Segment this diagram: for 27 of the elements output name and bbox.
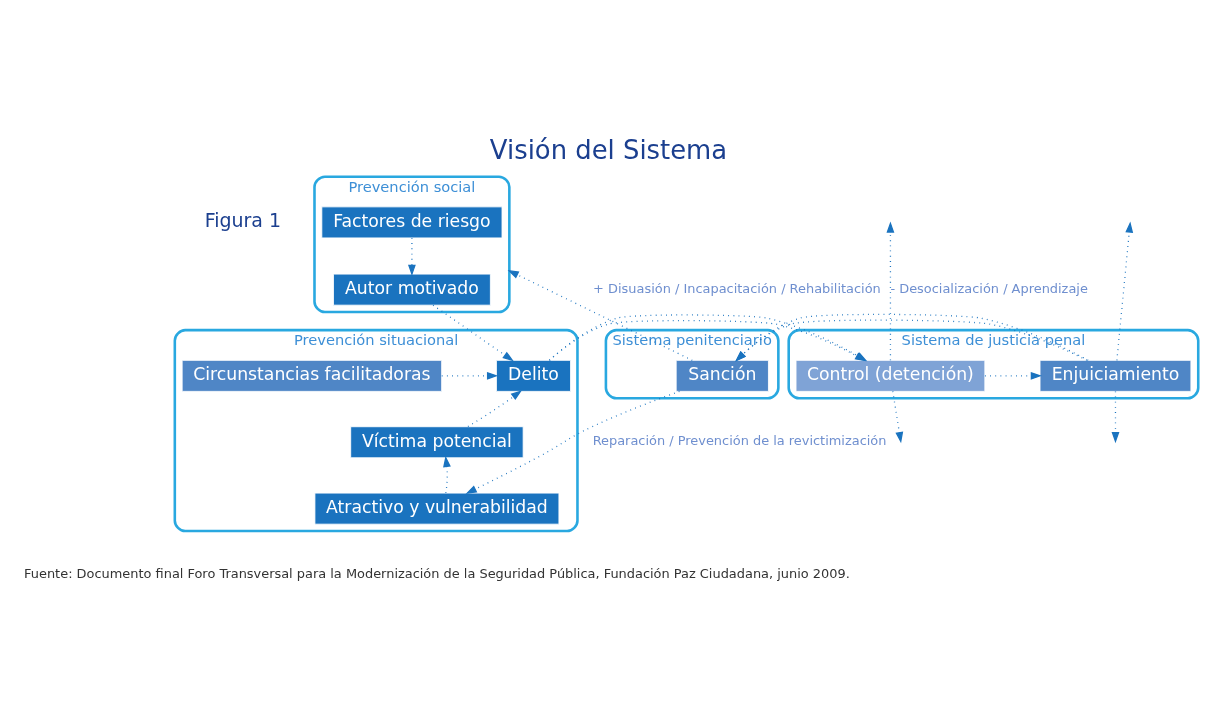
arrow (892, 390, 904, 444)
node-box: Circunstancias facilitadoras (181, 359, 443, 392)
arrow (432, 304, 514, 362)
caption: Fuente: Documento final Foro Transversal para la Modernización de la Seguridad Pública, Fundación Paz Ciudadana, junio 2009. (24, 566, 850, 582)
node-box: Sanción (675, 359, 769, 392)
arrow (1111, 390, 1120, 444)
node-box: Atractivo y vulnerabilidad (314, 492, 560, 525)
node-box: Enjuiciamiento (1039, 359, 1192, 392)
arrow (984, 371, 1042, 380)
edge-label: + Disuasión / Incapacitación / Rehabilitación (593, 280, 881, 296)
diagram-title: Visión del Sistema (489, 134, 728, 165)
arrow (467, 390, 522, 428)
node-box: Delito (496, 359, 571, 392)
label: Figura 1 (204, 209, 282, 232)
arrow (465, 390, 681, 494)
edge-label: Reparación / Prevención de la revictimización (592, 433, 887, 449)
arrow (1116, 221, 1134, 361)
node-box: Víctima potencial (350, 426, 524, 459)
node-box: Autor motivado (333, 273, 491, 306)
edge-label: - Desocialización / Aprendizaje (890, 280, 1088, 296)
node-box: Control (detención) (795, 359, 986, 392)
node-box: Factores de riesgo (321, 206, 503, 239)
arrow (507, 270, 693, 361)
arrow (443, 455, 451, 494)
arrow (886, 221, 895, 361)
arrow (408, 237, 416, 276)
arrow (441, 371, 499, 380)
